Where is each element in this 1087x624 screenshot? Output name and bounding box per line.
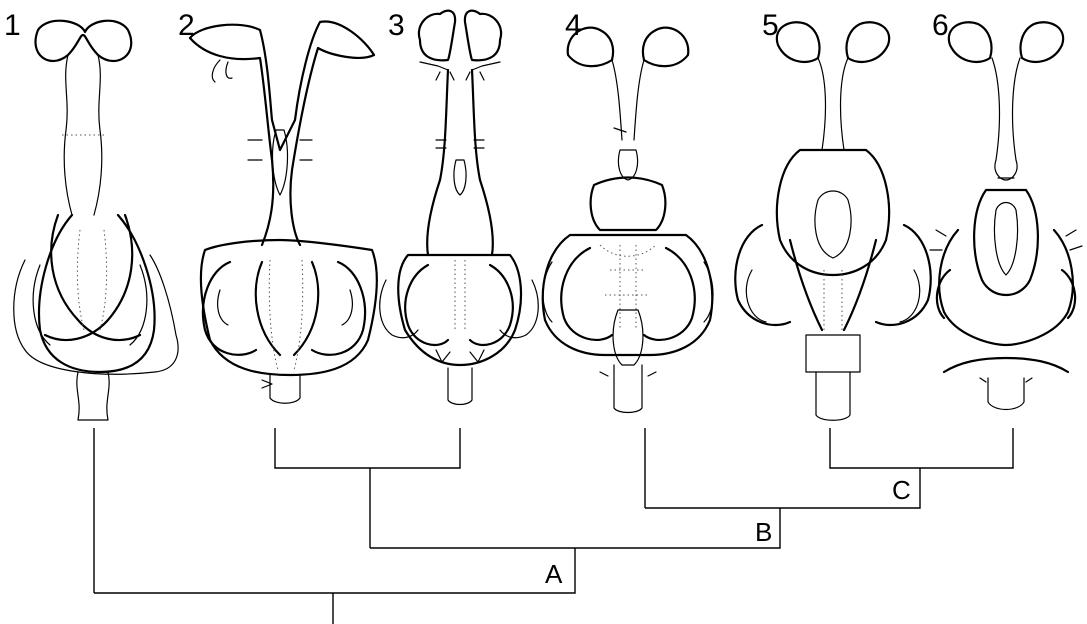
- specimen-drawing-6: [929, 21, 1083, 411]
- specimen-label-1: 1: [4, 9, 21, 42]
- tree-clade-B-box: [370, 508, 781, 549]
- tree-clade-A-box: [94, 548, 576, 594]
- specimen-drawing-3: [379, 9, 539, 406]
- tree-clade-5-6: [829, 428, 1014, 469]
- clade-label-c: C: [892, 475, 911, 505]
- specimen-drawing-1: [13, 19, 179, 421]
- specimen-drawing-2: [188, 20, 379, 404]
- specimen-label-2: 2: [178, 9, 195, 42]
- specimen-label-4: 4: [565, 9, 582, 42]
- specimen-drawing-5: [734, 21, 932, 421]
- specimen-drawing-4: [541, 26, 714, 414]
- clade-label-b: B: [755, 517, 772, 547]
- specimen-label-3: 3: [388, 9, 405, 42]
- clade-label-a: A: [545, 559, 563, 589]
- tree-clade-2-3: [274, 428, 461, 469]
- specimen-label-6: 6: [932, 9, 949, 42]
- specimen-label-5: 5: [762, 9, 779, 42]
- tree-clade-C-box: [645, 468, 921, 509]
- cladogram: [93, 428, 1014, 624]
